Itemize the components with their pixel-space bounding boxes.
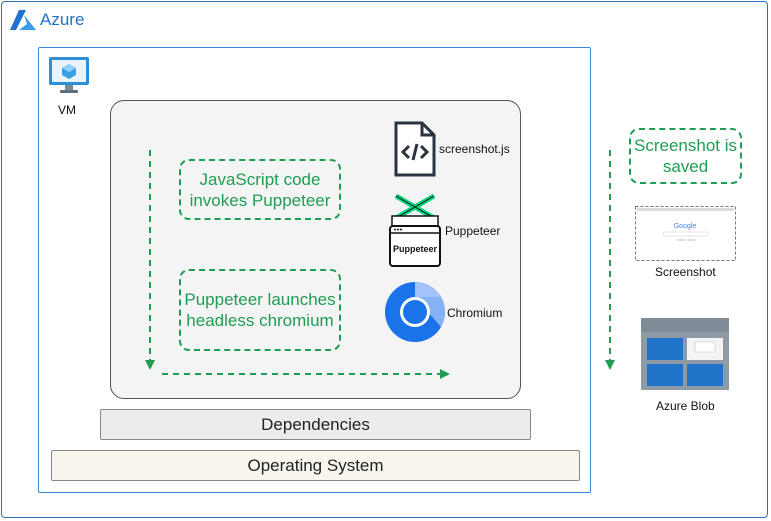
puppeteer-badge-text: Puppeteer [393,244,438,254]
screenshot-search-logo: Google [674,223,697,230]
vm-icon [49,57,89,93]
operating-system-label: Operating System [247,455,384,475]
flow-arrow-save-head [605,360,615,370]
azure-blob-label: Azure Blob [656,399,715,413]
azure-logo-icon [10,10,36,30]
screenshot-thumbnail-icon: Google [635,206,736,261]
vm-label: VM [58,103,76,117]
flow-arrow-right-head [440,369,450,379]
azure-blob-icon [641,318,729,390]
azure-title: Azure [40,10,85,29]
dependencies-label: Dependencies [261,414,370,434]
chromium-label: Chromium [447,306,503,320]
screenshot-label: Screenshot [655,265,716,279]
chromium-icon [385,282,446,342]
puppeteer-label: Puppeteer [445,224,501,238]
callout-saved: Screenshot is saved [629,128,742,184]
callout-launch: Puppeteer launches headless chromium [179,269,341,351]
puppeteer-icon: Puppeteer [389,193,441,267]
dependencies-layer: Dependencies [100,409,531,440]
script-label: screenshot.js [439,142,510,156]
script-file-icon [394,121,436,177]
callout-invoke: JavaScript code invokes Puppeteer [179,159,341,220]
flow-arrow-down-head [145,360,155,370]
operating-system-layer: Operating System [51,450,580,481]
